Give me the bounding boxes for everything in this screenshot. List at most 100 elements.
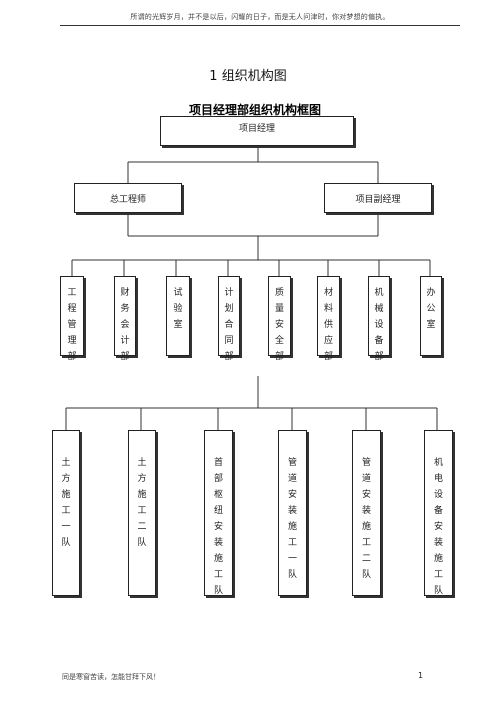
node-label-char: 枢: [213, 490, 223, 500]
node-label-char: 电: [433, 474, 443, 484]
node-label-char: 队: [61, 538, 71, 548]
node-dept-machinery: 机械设备部: [368, 276, 390, 362]
node-dept-materials: 材料供应部: [317, 276, 340, 362]
node-label-char: 施: [287, 522, 297, 532]
node-label-char: 工: [67, 288, 77, 298]
node-label-char: 会: [120, 320, 130, 330]
node-label-char: 工: [433, 570, 443, 580]
node-label-char: 公: [426, 304, 436, 314]
node-label-char: 备: [374, 336, 384, 346]
node-label-char: 部: [323, 352, 333, 362]
node-label-char: 一: [61, 522, 71, 532]
node-label-char: 备: [433, 506, 443, 516]
node-label: 总工程师: [109, 194, 146, 205]
node-label-char: 安: [287, 490, 297, 500]
node-label-char: 方: [137, 474, 147, 484]
node-label-char: 械: [374, 304, 384, 314]
node-label-char: 纽: [213, 506, 223, 516]
node-label-char: 工: [287, 538, 297, 548]
node-label-char: 供: [323, 320, 333, 330]
node-label-char: 划: [224, 304, 234, 314]
node-label-char: 二: [137, 522, 147, 532]
node-label: 项目经理: [238, 123, 275, 134]
node-team-pipeline-2: 管道安装施工二队: [352, 430, 381, 596]
node-team-pipeline-1: 管道安装施工一队: [278, 430, 307, 596]
node-dept-testing-lab: 试验室: [166, 276, 190, 356]
node-label-char: 应: [323, 336, 333, 346]
node-label-char: 机: [374, 288, 384, 298]
node-team-headworks: 首部枢纽安装施工队: [204, 430, 233, 596]
node-label-char: 道: [361, 474, 371, 484]
node-label-char: 安: [274, 320, 284, 330]
node-label-char: 部: [224, 352, 234, 362]
node-label-char: 方: [61, 474, 71, 484]
node-label-char: 施: [61, 490, 71, 500]
page-header: 所谓的光辉岁月，并不是以后，闪耀的日子，而是无人问津时，你对梦想的偏执。: [130, 13, 390, 21]
node-label-char: 一: [287, 554, 297, 564]
node-chief-engineer: 总工程师: [74, 183, 182, 213]
node-label-char: 工: [213, 570, 223, 580]
node-team-electromech: 机电设备安装施工队: [424, 430, 453, 596]
node-label-char: 理: [67, 336, 77, 346]
node-label-char: 程: [67, 304, 77, 314]
node-label-char: 施: [433, 554, 443, 564]
header-divider: [60, 25, 460, 26]
node-label-char: 计: [224, 288, 234, 298]
node-label-char: 道: [287, 474, 297, 484]
node-label-char: 施: [213, 554, 223, 564]
node-label-char: 部: [213, 474, 223, 484]
node-label-char: 质: [274, 288, 284, 298]
node-label-char: 务: [120, 304, 130, 314]
node-label-char: 安: [213, 522, 223, 532]
node-label-char: 装: [287, 506, 297, 516]
node-team-earthwork-2: 土方施工二队: [128, 430, 156, 596]
node-dept-planning-contract: 计划合同部: [218, 276, 240, 362]
page-number: 1: [418, 671, 424, 680]
node-deputy-manager: 项目副经理: [324, 183, 432, 213]
node-label-char: 计: [120, 336, 130, 346]
node-label-char: 试: [173, 288, 183, 298]
node-label-char: 部: [374, 352, 384, 362]
node-dept-engineering-mgmt: 工程管理部: [60, 276, 84, 362]
node-label-char: 队: [213, 586, 223, 596]
node-label-char: 装: [213, 538, 223, 548]
node-label-char: 部: [120, 352, 130, 362]
node-label-char: 工: [137, 506, 147, 516]
org-chart-title: 项目经理部组织机构框图: [188, 103, 321, 117]
node-label-char: 施: [137, 490, 147, 500]
node-label-char: 土: [61, 458, 71, 468]
node-label-char: 办: [426, 288, 436, 298]
node-label-char: 安: [433, 522, 443, 532]
node-label-char: 队: [287, 570, 297, 580]
node-label-char: 同: [224, 336, 234, 346]
node-label-char: 管: [287, 458, 297, 468]
node-label-char: 财: [120, 288, 130, 298]
node-label-char: 室: [426, 320, 436, 330]
node-label-char: 机: [433, 458, 443, 468]
node-label-char: 工: [361, 538, 371, 548]
node-label-char: 设: [374, 320, 384, 330]
node-label-char: 土: [137, 458, 147, 468]
page-footer: 同是寒窗苦读，怎能甘拜下风！: [62, 673, 160, 681]
node-label-char: 全: [274, 336, 284, 346]
node-label-char: 施: [361, 522, 371, 532]
node-label: 项目副经理: [355, 194, 401, 205]
node-label-char: 管: [67, 320, 77, 330]
section-heading: 1 组织机构图: [209, 69, 287, 84]
node-dept-finance: 财务会计部: [114, 276, 136, 362]
node-label-char: 装: [361, 506, 371, 516]
node-dept-office: 办公室: [420, 276, 442, 356]
node-label-char: 工: [61, 506, 71, 516]
node-label-char: 材: [323, 288, 333, 298]
node-label-char: 管: [361, 458, 371, 468]
node-label-char: 设: [433, 490, 443, 500]
node-label-char: 料: [323, 304, 333, 314]
node-label-char: 室: [173, 320, 183, 330]
node-label-char: 安: [361, 490, 371, 500]
node-label-char: 装: [433, 538, 443, 548]
node-label-char: 合: [224, 320, 234, 330]
node-label-char: 队: [137, 538, 147, 548]
node-label-char: 队: [361, 570, 371, 580]
node-label-char: 部: [274, 352, 284, 362]
